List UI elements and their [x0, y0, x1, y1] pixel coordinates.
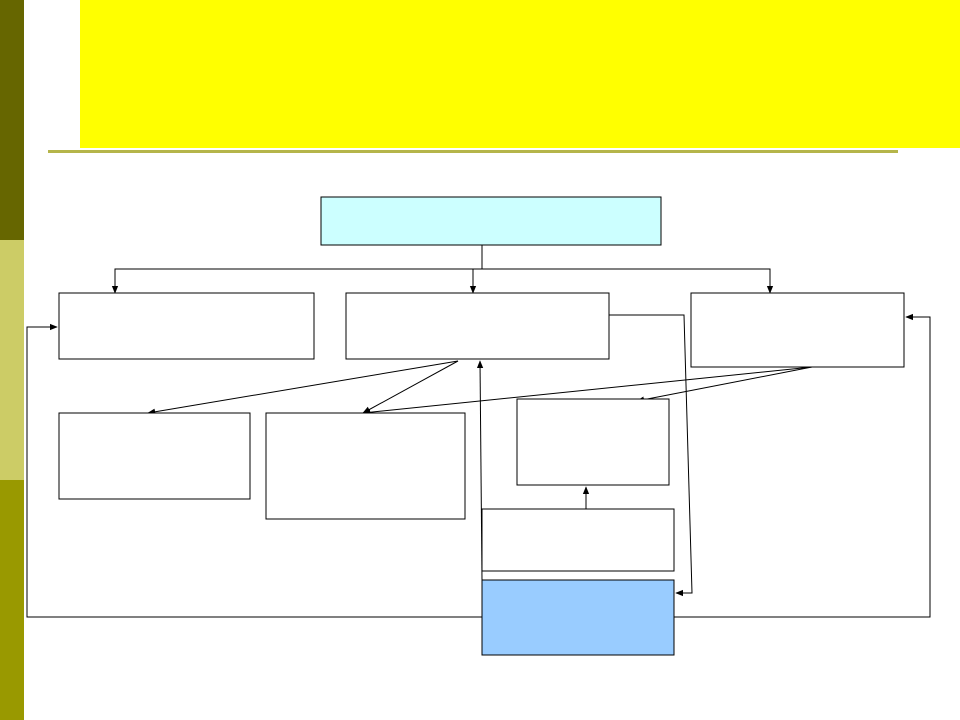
node-left [58, 292, 315, 360]
node-middle [345, 292, 610, 360]
edge-focus-to-right [667, 313, 931, 618]
side-bar-dark [0, 0, 24, 240]
node-sub-4 [481, 508, 675, 572]
title-box [80, 0, 960, 148]
edge-root-to-left [111, 245, 483, 294]
node-sub-4-box [481, 508, 675, 572]
node-sub-3 [516, 398, 670, 486]
node-sub-2 [265, 412, 466, 520]
node-root [320, 196, 662, 246]
node-sub-1-box [58, 412, 251, 500]
node-sub-3-box [516, 398, 670, 486]
node-left-box [58, 292, 315, 360]
edge-right-to-sub-3 [636, 366, 813, 403]
node-root-box [320, 196, 662, 246]
edge-middle-to-focus [603, 314, 693, 597]
edge-focus-to-left [26, 323, 482, 618]
node-focus-box [481, 579, 675, 656]
edge-middle-to-sub-2 [362, 360, 459, 414]
node-sub-2-box [265, 412, 466, 520]
node-right [690, 292, 905, 368]
edge-right-to-sub-2 [362, 366, 813, 416]
node-middle-box [345, 292, 610, 360]
node-sub-1 [58, 412, 251, 500]
side-bar-light [0, 240, 24, 480]
node-right-box [690, 292, 905, 368]
edges-layer [26, 245, 931, 618]
edge-root-to-middle [469, 245, 483, 294]
nodes-layer [58, 196, 905, 656]
edge-root-to-right [482, 268, 774, 294]
node-focus [481, 579, 675, 656]
title-rule [48, 150, 898, 153]
edge-middle-to-sub-1 [147, 360, 459, 415]
side-bar-olive [0, 480, 24, 720]
